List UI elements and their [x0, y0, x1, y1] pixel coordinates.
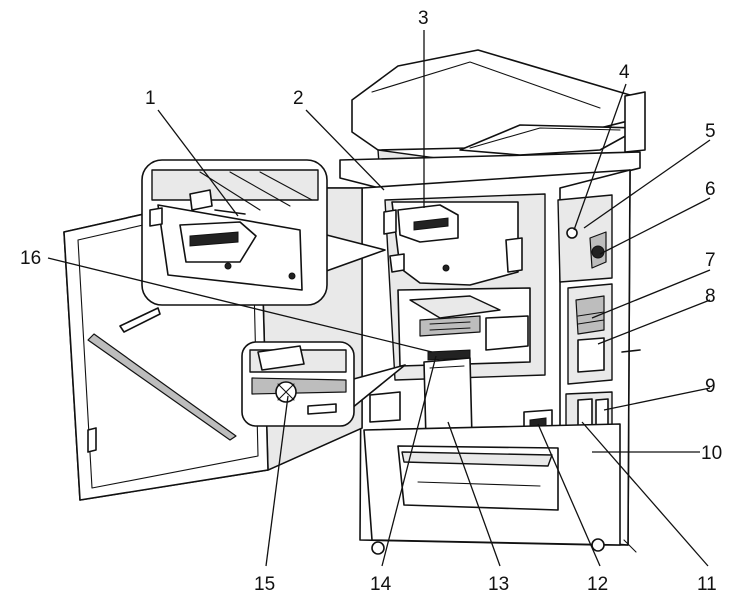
callout-2: 2	[293, 88, 304, 109]
callout-16: 16	[20, 248, 41, 269]
callout-8: 8	[705, 286, 716, 307]
callout-14: 14	[370, 574, 392, 595]
callout-4: 4	[619, 62, 630, 83]
callout-10: 10	[701, 443, 722, 464]
leader-13	[447, 421, 501, 567]
leader-5	[583, 139, 711, 229]
leader-12	[537, 423, 601, 567]
callout-7: 7	[705, 250, 716, 271]
leader-6	[599, 197, 711, 255]
leader-lines	[47, 30, 711, 567]
callout-3: 3	[418, 8, 429, 29]
callout-12: 12	[587, 574, 608, 595]
leader-11	[581, 421, 709, 567]
leader-4	[573, 83, 627, 231]
leader-8	[597, 299, 711, 345]
leader-7	[591, 269, 711, 319]
callout-11: 11	[697, 574, 717, 595]
callout-13: 13	[488, 574, 509, 595]
callout-6: 6	[705, 179, 716, 200]
leader-1	[157, 109, 239, 217]
callout-5: 5	[705, 121, 716, 142]
inset-lower-detail	[241, 341, 406, 427]
inset-upper-detail	[141, 159, 386, 306]
leader-15	[265, 395, 289, 567]
callout-15: 15	[254, 574, 275, 595]
callout-9: 9	[705, 376, 716, 397]
leader-14	[381, 355, 437, 567]
leader-2	[305, 109, 385, 191]
leader-16	[47, 257, 433, 353]
leader-9	[603, 387, 711, 411]
callout-numbers: 1 2 3 4 5 6 7 8 9 10 11 12 13 14 15 16	[20, 8, 722, 595]
machine-illustration	[63, 49, 646, 555]
callout-1: 1	[145, 88, 156, 109]
